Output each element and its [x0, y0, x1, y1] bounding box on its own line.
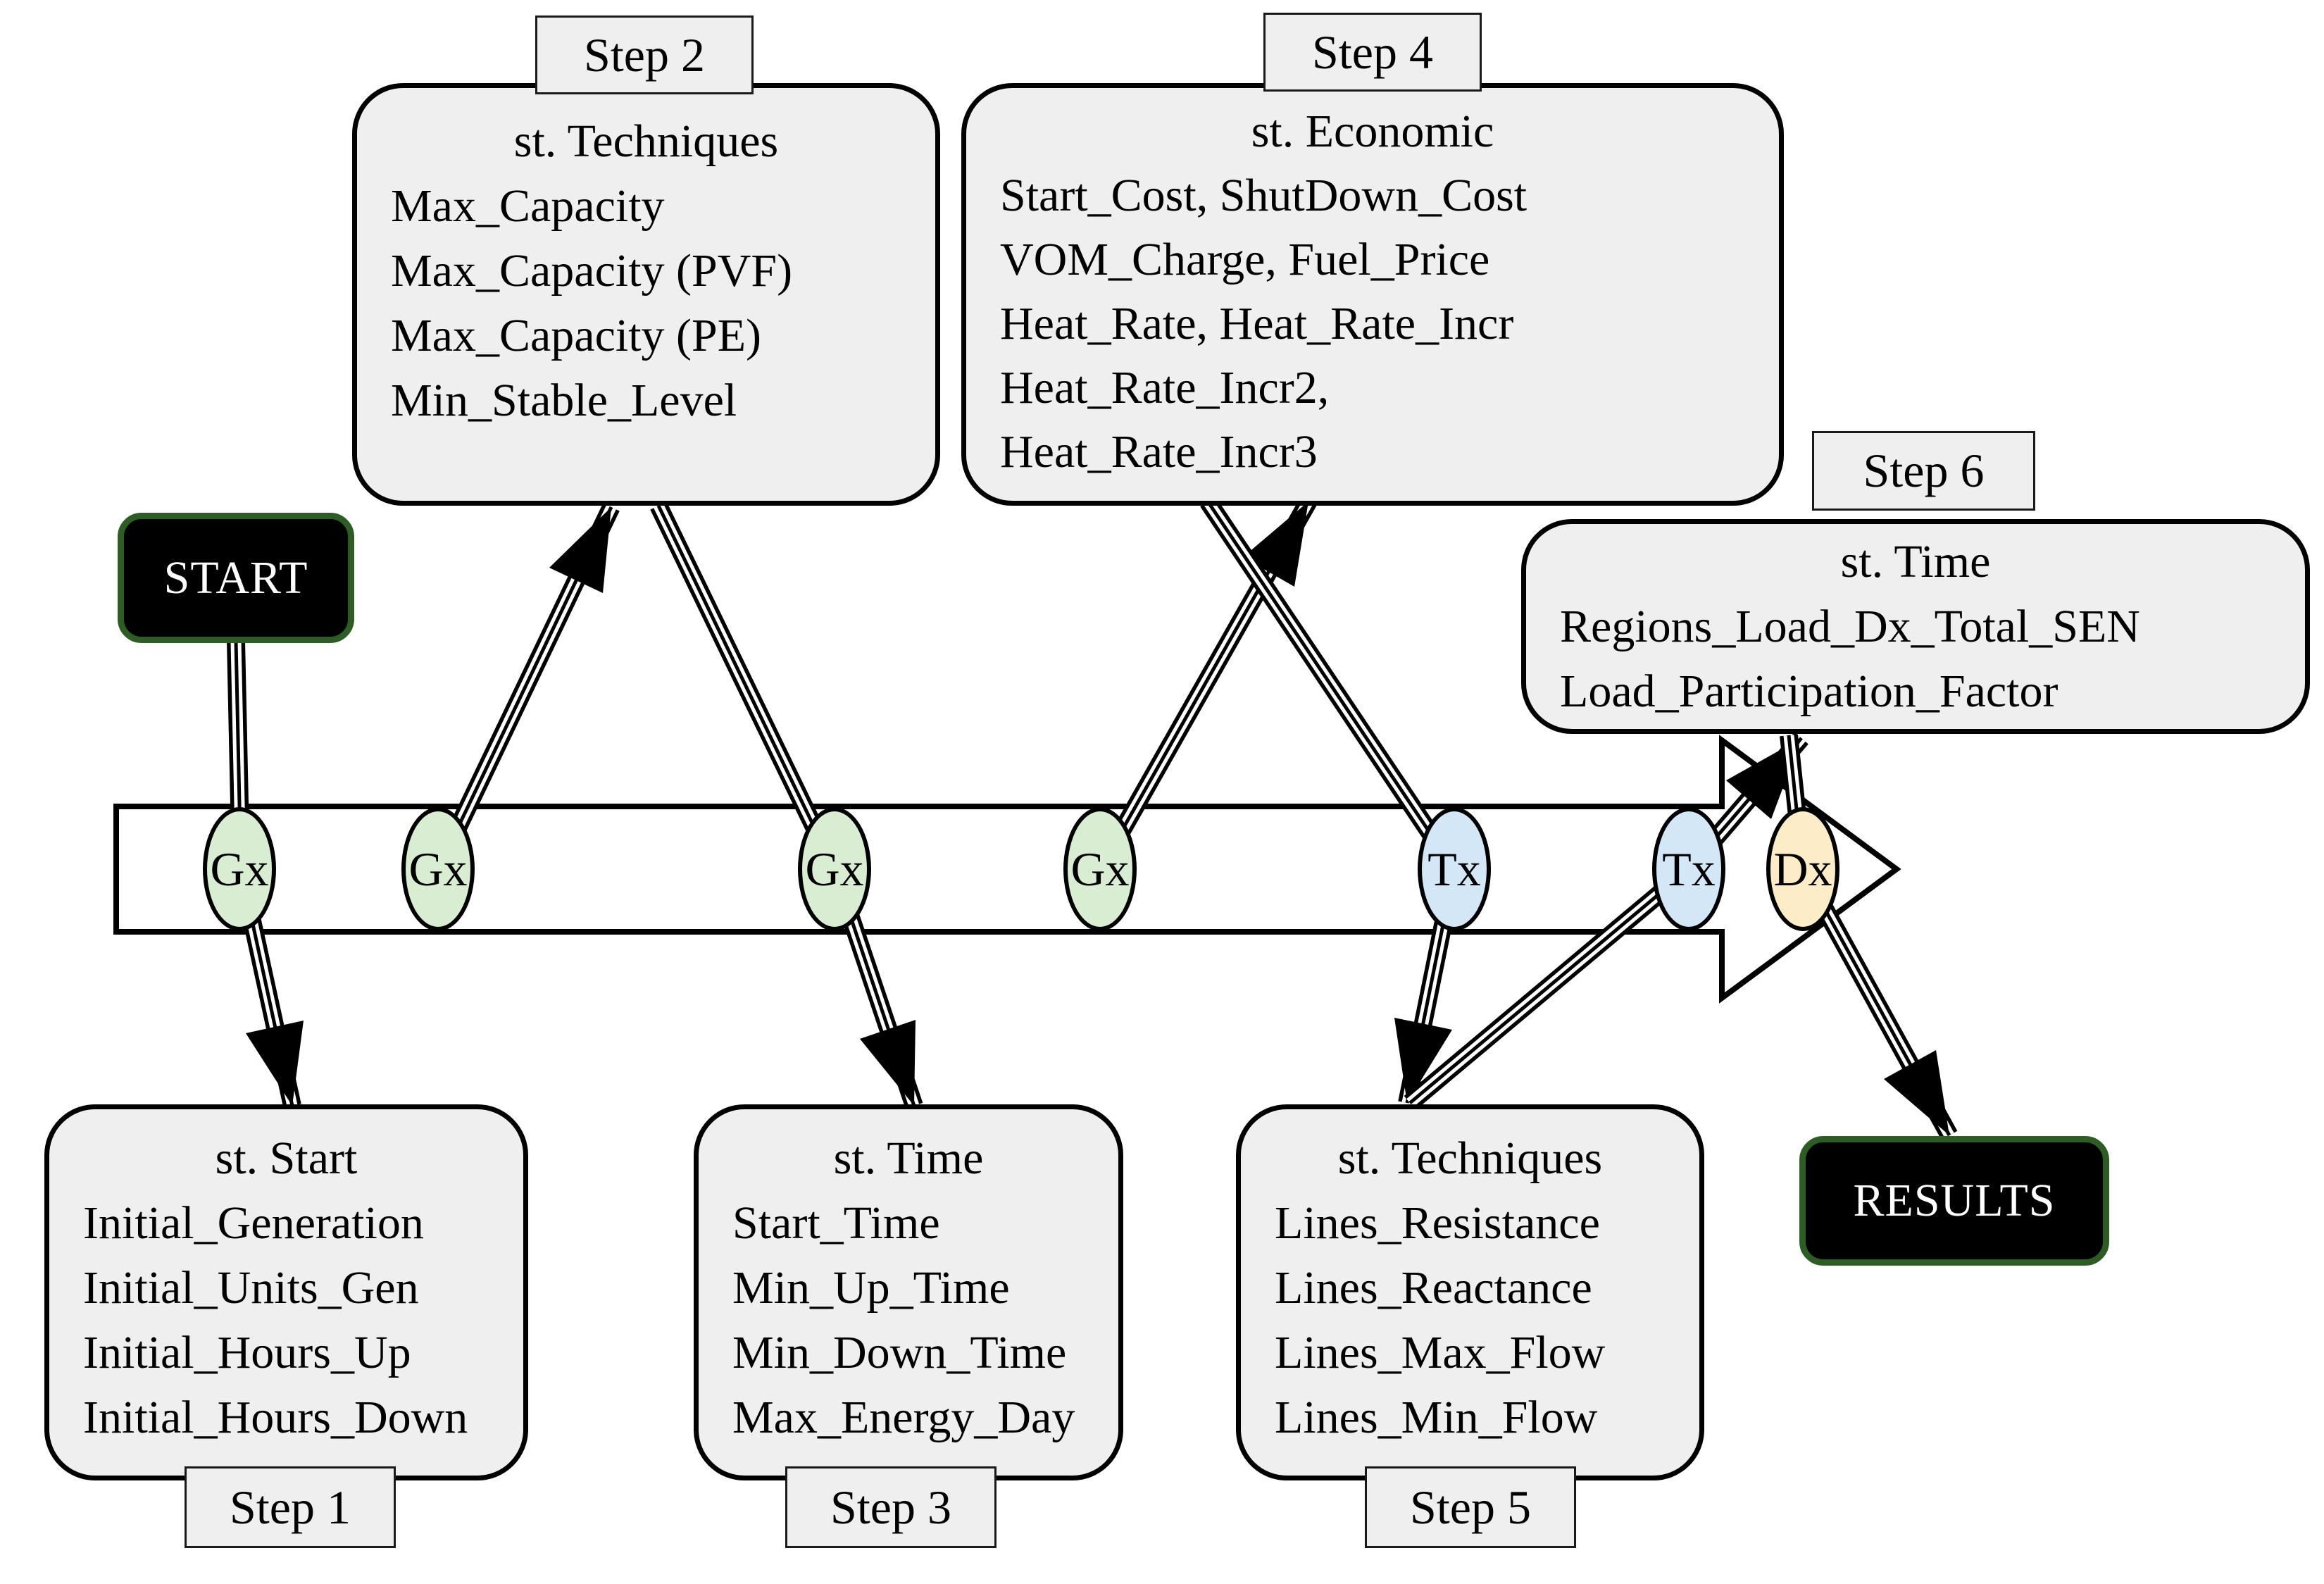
step-2-title: st. Techniques — [513, 116, 779, 167]
step-6-line: Regions_Load_Dx_Total_SEN — [1560, 601, 2140, 652]
arrowhead-step2 — [549, 507, 611, 593]
step-4-box: st. Economic Start_Cost, ShutDown_Cost V… — [961, 83, 1784, 506]
step-4-line: Heat_Rate_Incr3 — [1000, 426, 1318, 478]
step-3-line: Max_Energy_Day — [732, 1392, 1075, 1443]
step-4-line: Start_Cost, ShutDown_Cost — [1000, 170, 1528, 221]
step-5-line: Lines_Reactance — [1275, 1262, 1592, 1314]
step-6-title: st. Time — [1840, 536, 1991, 587]
step-3-line: Min_Up_Time — [732, 1262, 1010, 1314]
step-3-line: Start_Time — [732, 1197, 940, 1249]
node-gx-3: Gx — [798, 807, 871, 931]
step-2-line: Max_Capacity — [391, 180, 665, 232]
step-4-title: st. Economic — [1251, 106, 1494, 157]
step-1-line: Initial_Units_Gen — [83, 1262, 419, 1314]
edge-step6-to-results — [1780, 734, 1958, 1140]
step-3-line: Min_Down_Time — [732, 1327, 1067, 1378]
step-5-label: Step 5 — [1365, 1466, 1576, 1548]
arrowhead-step5 — [1394, 1018, 1452, 1103]
step-2-line: Max_Capacity (PE) — [391, 310, 762, 361]
edge-gx2-to-step2 — [430, 503, 620, 873]
node-tx-1: Tx — [1418, 807, 1491, 931]
step-2-box: st. Techniques Max_Capacity Max_Capacity… — [352, 83, 940, 506]
flow-band-arrow — [113, 735, 1901, 1004]
step-3-box: st. Time Start_Time Min_Up_Time Min_Down… — [694, 1104, 1123, 1480]
arrowhead-step1 — [246, 1021, 304, 1106]
step-1-line: Initial_Generation — [83, 1197, 424, 1249]
step-5-line: Lines_Min_Flow — [1275, 1392, 1598, 1443]
step-1-label: Step 1 — [185, 1466, 396, 1548]
arrowhead-step3 — [860, 1020, 916, 1106]
step-4-line: VOM_Charge, Fuel_Price — [1000, 234, 1490, 285]
step-3-title: st. Time — [833, 1133, 984, 1184]
step-1-line: Initial_Hours_Up — [83, 1327, 411, 1378]
step-1-line: Initial_Hours_Down — [83, 1392, 468, 1443]
node-gx-1: Gx — [203, 807, 276, 931]
step-2-line: Min_Stable_Level — [391, 375, 737, 426]
step-3-label: Step 3 — [785, 1466, 997, 1548]
step-6-label: Step 6 — [1812, 431, 2035, 511]
step-5-line: Lines_Max_Flow — [1275, 1327, 1606, 1378]
step-5-box: st. Techniques Lines_Resistance Lines_Re… — [1236, 1104, 1704, 1480]
step-5-title: st. Techniques — [1337, 1133, 1603, 1184]
step-4-label: Step 4 — [1263, 13, 1482, 92]
edge-step4-to-step5 — [1200, 496, 1464, 1105]
step-1-title: st. Start — [215, 1133, 358, 1184]
step-2-line: Max_Capacity (PVF) — [391, 245, 793, 297]
results-node: RESULTS — [1799, 1136, 2109, 1266]
step-6-line: Load_Participation_Factor — [1560, 666, 2059, 717]
step-2-label: Step 2 — [535, 15, 754, 94]
step-5-line: Lines_Resistance — [1275, 1197, 1600, 1249]
node-dx-1: Dx — [1766, 807, 1839, 931]
start-node: START — [118, 513, 354, 643]
node-tx-2: Tx — [1652, 807, 1725, 931]
arrowhead-results — [1884, 1050, 1949, 1135]
step-1-box: st. Start Initial_Generation Initial_Uni… — [44, 1104, 528, 1480]
step-4-line: Heat_Rate, Heat_Rate_Incr — [1000, 298, 1514, 349]
step-4-line: Heat_Rate_Incr2, — [1000, 362, 1330, 413]
node-gx-4: Gx — [1063, 807, 1137, 931]
node-gx-2: Gx — [401, 807, 475, 931]
step-6-box: st. Time Regions_Load_Dx_Total_SEN Load_… — [1521, 519, 2310, 734]
